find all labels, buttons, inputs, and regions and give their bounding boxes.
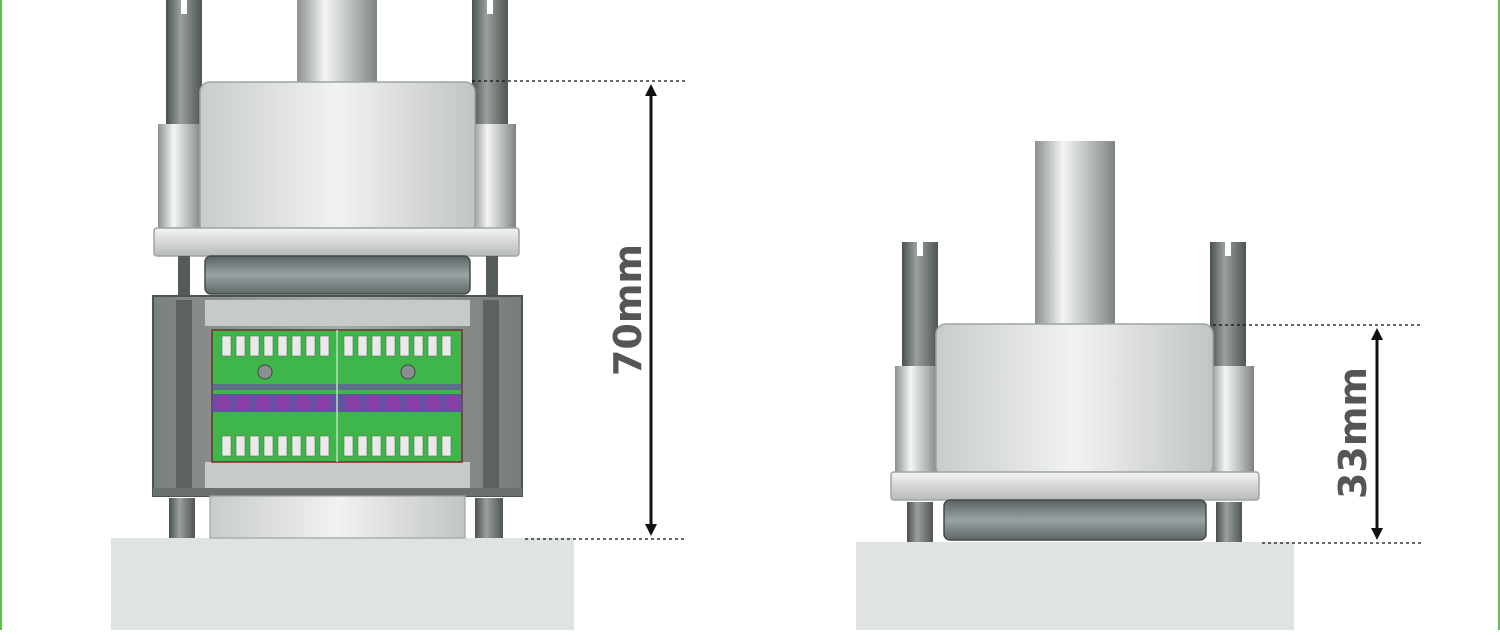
left-pcb-board: [211, 329, 463, 463]
left-jackscrew-right: [472, 0, 516, 234]
right-jackscrew-left: [895, 242, 939, 474]
left-connector-hood: [199, 81, 476, 235]
right-nut-left: [907, 502, 933, 542]
left-dsub-shell: [204, 255, 471, 295]
right-jackscrew-right: [1210, 242, 1254, 474]
left-jackscrew-left: [158, 0, 202, 234]
right-connector-hood: [935, 323, 1214, 477]
left-cable-cylinder: [297, 0, 377, 84]
right-dsub-shell: [943, 499, 1207, 541]
right-assembly: [856, 141, 1294, 630]
left-flange-plate: [153, 227, 520, 257]
right-dimension-label: 33mm: [1331, 367, 1375, 499]
left-dimension: 70mm: [472, 80, 685, 540]
left-post-left: [178, 256, 190, 298]
left-base-block: [111, 538, 574, 630]
right-base-block: [856, 542, 1294, 630]
left-dimension-label: 70mm: [606, 244, 650, 376]
left-nut-right: [475, 498, 503, 538]
left-nut-left: [169, 498, 195, 538]
right-cable-cylinder: [1035, 141, 1115, 327]
left-bottom-connector: [209, 495, 466, 539]
right-flange-plate: [890, 471, 1260, 501]
right-nut-right: [1216, 502, 1242, 542]
left-post-right: [486, 256, 498, 298]
right-dimension: 33mm: [1213, 324, 1422, 544]
left-assembly: [111, 0, 574, 630]
